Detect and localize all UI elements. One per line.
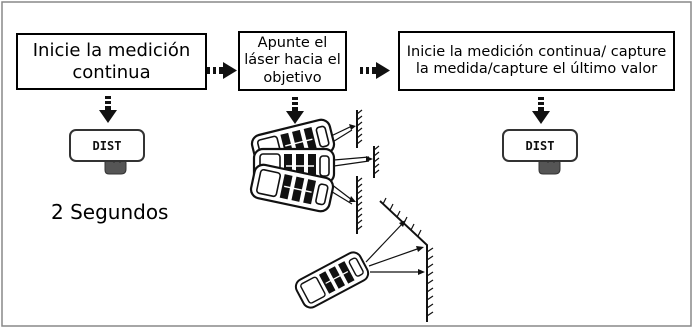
corner-wall xyxy=(379,197,434,322)
dist-button: DIST xyxy=(502,129,578,162)
step-label: Apunte el láser hacia el objetivo xyxy=(244,34,341,86)
step-box-capture: Inicie la medición continua/ capture la … xyxy=(398,31,675,91)
step-label: Inicie la medición continua/ capture la … xyxy=(406,43,667,77)
laser-arrowheads-lower xyxy=(399,220,425,275)
dist-button-label: DIST xyxy=(92,138,122,153)
step-box-start-continuous: Inicie la medición continua xyxy=(16,33,207,90)
dist-button-label: DIST xyxy=(525,138,555,153)
down-arrow-step2 xyxy=(286,97,304,124)
laser-beams-lower xyxy=(365,222,421,273)
step-box-aim-laser: Apunte el láser hacia el objetivo xyxy=(238,31,347,91)
laser-device-lower xyxy=(292,248,372,312)
dotted-arrow-1-to-2 xyxy=(207,62,237,79)
dotted-arrow-2-to-3 xyxy=(360,62,390,79)
down-arrow-step1 xyxy=(99,96,117,123)
step-label: Inicie la medición continua xyxy=(32,39,191,83)
down-arrow-step3 xyxy=(532,97,550,124)
hold-duration-caption: 2 Segundos xyxy=(51,200,169,224)
stepped-target-wall xyxy=(356,109,380,234)
dist-button: DIST xyxy=(69,129,145,162)
laser-arrowheads-upper xyxy=(349,124,373,202)
